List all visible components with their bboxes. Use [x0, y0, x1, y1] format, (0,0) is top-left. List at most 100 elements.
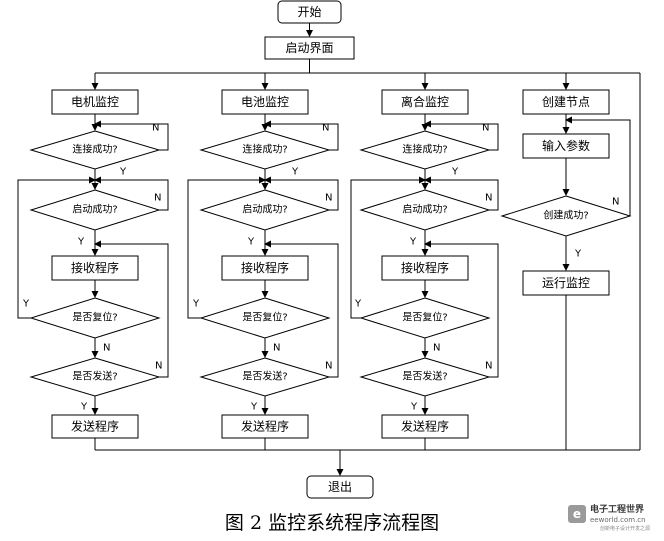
startup-interface-node: 启动界面	[264, 36, 355, 60]
label-y: Y	[22, 299, 30, 310]
svg-text:接收程序: 接收程序	[401, 260, 449, 275]
edge-start-no-loop	[264, 176, 339, 211]
label-n: N	[152, 123, 159, 134]
column-clutch: 离合监控 连接成功? N Y 启动成功? N Y 接收程序 是否复位? Y N	[350, 89, 499, 450]
label-n: N	[322, 123, 329, 134]
svg-text:发送程序: 发送程序	[401, 419, 449, 434]
svg-text:接收程序: 接收程序	[241, 260, 289, 275]
label-n: N	[433, 343, 440, 354]
battery-monitor-node: 电池监控	[221, 89, 309, 115]
label-n: N	[154, 193, 161, 204]
svg-text:电池监控: 电池监控	[241, 95, 289, 109]
svg-text:连接成功?: 连接成功?	[242, 143, 287, 156]
edge-reset-yes-loop	[350, 176, 426, 319]
label-y: Y	[291, 167, 299, 178]
clutch-monitor-node: 离合监控	[381, 89, 469, 115]
edge-start-no-loop	[94, 176, 169, 211]
is-send-decision: 是否发送?	[359, 357, 491, 397]
edge-send-no-loop	[264, 240, 339, 378]
start-success-decision: 启动成功?	[359, 189, 491, 231]
edge-connect-no-loop	[424, 120, 499, 151]
svg-text:是否复位?: 是否复位?	[402, 311, 447, 324]
label-n: N	[273, 343, 280, 354]
is-send-decision: 是否发送?	[29, 357, 161, 397]
label-n: N	[103, 343, 110, 354]
edge-connect-no-loop	[264, 120, 339, 151]
label-y: Y	[119, 167, 127, 178]
label-n: N	[325, 361, 332, 372]
svg-text:是否复位?: 是否复位?	[242, 311, 287, 324]
label-y: Y	[250, 402, 258, 413]
svg-text:接收程序: 接收程序	[71, 260, 119, 275]
connect-success-decision: 连接成功?	[199, 130, 331, 170]
start-success-decision: 启动成功?	[29, 189, 161, 231]
create-success-decision: 创建成功?	[500, 195, 632, 237]
run-monitor-node: 运行监控	[522, 270, 610, 296]
start-success-decision: 启动成功?	[199, 189, 331, 231]
eeworld-logo-icon: e	[568, 505, 586, 523]
svg-text:启动成功?: 启动成功?	[72, 203, 117, 216]
label-y: Y	[410, 402, 418, 413]
receive-program-node: 接收程序	[51, 255, 139, 281]
watermark-site: eeworld.com.cn	[590, 516, 646, 524]
svg-text:启动成功?: 启动成功?	[402, 203, 447, 216]
motor-monitor-node: 电机监控	[51, 89, 139, 115]
label-n: N	[482, 123, 489, 134]
svg-text:电机监控: 电机监控	[71, 95, 119, 109]
start-node: 开始	[277, 0, 342, 24]
connect-success-decision: 连接成功?	[29, 130, 161, 170]
svg-text:e: e	[573, 507, 581, 521]
watermark-title: 电子工程世界	[590, 503, 644, 515]
svg-text:是否发送?: 是否发送?	[402, 370, 447, 383]
svg-text:发送程序: 发送程序	[241, 419, 289, 434]
column-motor: 电机监控 连接成功? N Y 启动成功? N Y 接收程序 是否复位? Y N	[17, 89, 169, 450]
input-params-node: 输入参数	[522, 133, 610, 159]
edge-reset-yes-loop	[17, 176, 96, 319]
is-reset-decision: 是否复位?	[199, 297, 331, 339]
receive-program-node: 接收程序	[381, 255, 469, 281]
label-y: Y	[80, 402, 88, 413]
label-n: N	[155, 361, 162, 372]
svg-text:运行监控: 运行监控	[542, 276, 590, 290]
column-create-node: 创建节点 输入参数 创建成功? N Y 运行监控	[500, 89, 632, 450]
label-n: N	[485, 193, 492, 204]
column-battery: 电池监控 连接成功? N Y 启动成功? N Y 接收程序 是否复位? Y N	[187, 89, 339, 450]
svg-text:是否复位?: 是否复位?	[72, 311, 117, 324]
edge-connect-no-loop	[94, 120, 169, 151]
svg-text:连接成功?: 连接成功?	[402, 143, 447, 156]
svg-text:是否发送?: 是否发送?	[242, 370, 287, 383]
svg-text:离合监控: 离合监控	[401, 94, 449, 109]
edge-send-no-loop	[424, 240, 499, 378]
is-reset-decision: 是否复位?	[29, 297, 161, 339]
send-program-node: 发送程序	[221, 414, 309, 439]
watermark: e 电子工程世界 eeworld.com.cn 创新电子设计开发之源	[568, 503, 650, 532]
edge-send-no-loop	[94, 240, 169, 378]
svg-text:输入参数: 输入参数	[542, 138, 590, 153]
edge-reset-yes-loop	[187, 176, 266, 319]
label-n: N	[325, 193, 332, 204]
label-y: Y	[409, 237, 417, 248]
create-node-node: 创建节点	[522, 89, 610, 115]
connect-success-decision: 连接成功?	[359, 130, 491, 170]
svg-text:是否发送?: 是否发送?	[72, 370, 117, 383]
label-y: Y	[192, 299, 200, 310]
edge-create-no-loop	[565, 116, 631, 216]
svg-text:退出: 退出	[328, 480, 352, 494]
svg-text:开始: 开始	[297, 5, 321, 19]
receive-program-node: 接收程序	[221, 255, 309, 281]
label-n: N	[485, 361, 492, 372]
is-reset-decision: 是否复位?	[359, 297, 491, 339]
figure-caption: 图 2 监控系统程序流程图	[225, 512, 439, 534]
svg-text:启动成功?: 启动成功?	[242, 203, 287, 216]
svg-text:启动界面: 启动界面	[285, 41, 333, 55]
label-y: Y	[574, 249, 582, 260]
svg-text:创建节点: 创建节点	[542, 95, 590, 109]
svg-text:发送程序: 发送程序	[71, 419, 119, 434]
label-y: Y	[451, 167, 459, 178]
label-y: Y	[354, 299, 362, 310]
svg-text:创建成功?: 创建成功?	[543, 209, 588, 222]
edge-start-no-loop	[424, 176, 499, 211]
svg-text:连接成功?: 连接成功?	[72, 143, 117, 156]
is-send-decision: 是否发送?	[199, 357, 331, 397]
